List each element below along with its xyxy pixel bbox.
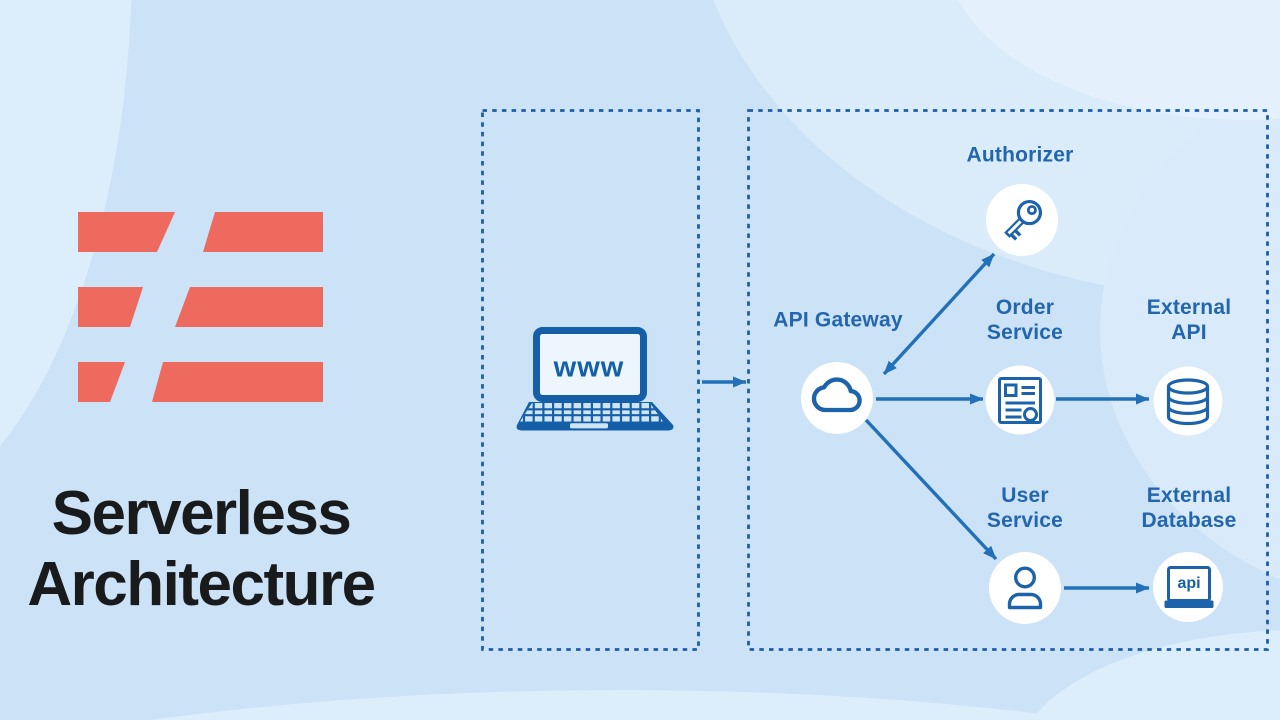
user-service-label: User Service bbox=[986, 484, 1064, 532]
order-service-label: Order Service bbox=[986, 296, 1064, 344]
laptop-touchpad bbox=[570, 423, 608, 429]
external-api-label: External API bbox=[1146, 296, 1232, 344]
arrow-gateway-authorizer-bidirectional bbox=[882, 252, 996, 376]
cloud-icon bbox=[811, 377, 862, 413]
flow-arrows bbox=[702, 252, 1150, 594]
background-blob-top-left bbox=[0, 0, 132, 447]
api-monitor-icon-text: api bbox=[1177, 575, 1201, 592]
cloud-boundary-box bbox=[747, 109, 1269, 651]
laptop-icon bbox=[516, 327, 674, 431]
api-gateway-label: API Gateway bbox=[773, 308, 903, 332]
key-icon bbox=[1004, 199, 1043, 241]
database-icon bbox=[1166, 378, 1210, 426]
background-blob-bottom-right bbox=[1031, 630, 1280, 720]
user-icon bbox=[1007, 566, 1043, 610]
page-title: Serverless Architecture bbox=[27, 479, 376, 619]
order-document-icon bbox=[998, 377, 1042, 424]
arrow-gateway-to-user-service bbox=[864, 418, 998, 561]
background-blob-top-right-corner bbox=[958, 0, 1280, 120]
serverless-logo bbox=[78, 212, 323, 402]
www-label: www bbox=[553, 351, 625, 384]
authorizer-label: Authorizer bbox=[966, 143, 1074, 167]
background-blob-bottom bbox=[150, 690, 1090, 720]
api-monitor-icon bbox=[1164, 566, 1214, 608]
external-database-label: External Database bbox=[1141, 484, 1237, 532]
background-blob-right bbox=[1100, 80, 1280, 580]
client-boundary-box bbox=[481, 109, 700, 651]
